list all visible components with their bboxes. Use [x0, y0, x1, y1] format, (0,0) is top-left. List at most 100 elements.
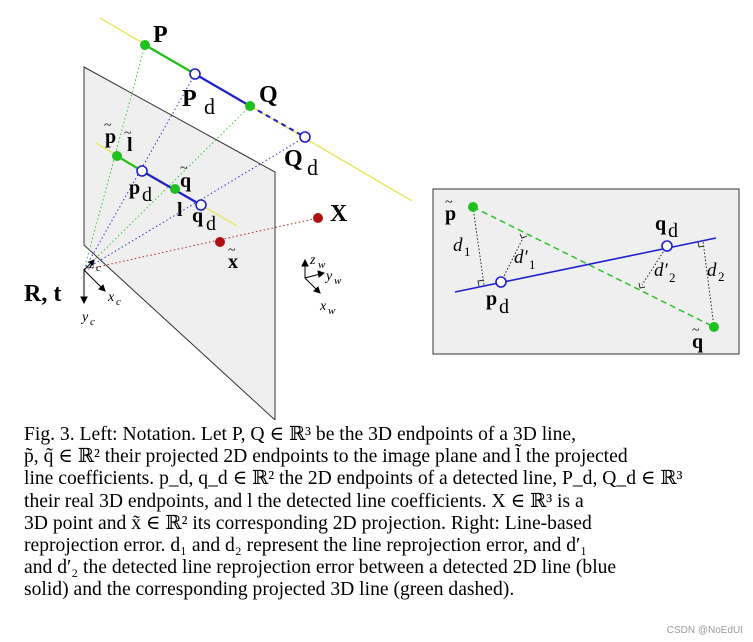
svg-text:q: q — [180, 170, 191, 192]
svg-text:~: ~ — [445, 195, 453, 210]
watermark: CSDN @NoEdUI — [666, 625, 743, 636]
point-x-tilde — [215, 237, 225, 247]
right-point-q-tilde — [709, 322, 719, 332]
right-label-pd: p d — [486, 288, 509, 318]
label-l: l — [177, 199, 183, 221]
right-label-qd: q d — [655, 213, 678, 242]
svg-text:P: P — [182, 86, 197, 112]
world-frame — [301, 258, 326, 294]
caption-line: p̃, q̃ ∈ ℝ² their projected 2D endpoints… — [24, 446, 628, 468]
point-Pd — [189, 68, 201, 80]
label-Qd: Q d — [284, 146, 318, 180]
label-d1: d 1 — [453, 235, 471, 259]
3d-line-blue-dashed — [249, 105, 306, 138]
svg-text:w: w — [318, 259, 326, 271]
svg-text:1: 1 — [464, 244, 471, 259]
svg-text:2: 2 — [669, 270, 676, 285]
3d-line-green-seg — [144, 44, 196, 75]
figure-caption: Fig. 3. Left: Notation. Let P, Q ∈ ℝ³ be… — [24, 424, 736, 602]
label-d2: d 2 — [707, 260, 725, 284]
svg-text:l: l — [127, 134, 133, 156]
svg-text:d: d — [204, 94, 215, 119]
svg-text:c: c — [96, 262, 101, 274]
caption-line: reprojection error. d₁ and d₂ represent … — [24, 535, 588, 557]
svg-text:d: d — [668, 220, 678, 242]
svg-text:~: ~ — [104, 118, 112, 133]
svg-text:p: p — [486, 288, 497, 310]
caption-line: line coefficients. p_d, q_d ∈ ℝ² the 2D … — [24, 468, 683, 490]
label-P: P — [153, 22, 168, 48]
right-panel-box — [432, 188, 740, 355]
svg-text:c: c — [116, 296, 121, 308]
label-Q: Q — [259, 82, 278, 108]
svg-text:~: ~ — [228, 243, 236, 258]
svg-text:d: d — [142, 184, 152, 206]
caption-line: and d′₂ the detected line reprojection e… — [24, 557, 617, 579]
svg-text:z: z — [88, 257, 95, 272]
point-Q — [245, 101, 255, 111]
camera-frame — [80, 259, 106, 305]
svg-text:p: p — [129, 177, 140, 199]
caption-line: solid) and the corresponding projected 3… — [24, 579, 515, 601]
label-X: X — [330, 201, 348, 227]
svg-text:~: ~ — [180, 161, 188, 176]
label-qd: q d — [192, 205, 216, 235]
point-P — [140, 40, 150, 50]
3d-line-blue-seg — [194, 73, 251, 107]
svg-text:d: d — [206, 213, 216, 235]
svg-text:w: w — [328, 305, 336, 317]
point-q-tilde — [170, 184, 180, 194]
right-label-q-tilde: q ~ — [692, 323, 703, 353]
label-q-tilde: q ~ — [180, 161, 191, 192]
caption-line: their real 3D endpoints, and l the detec… — [24, 490, 584, 512]
right-point-pd — [495, 276, 507, 288]
camera-axis-labels: z c x c y c — [80, 257, 121, 328]
label-l-tilde: l ~ — [124, 126, 133, 156]
svg-text:p: p — [445, 203, 456, 225]
svg-text:q: q — [192, 205, 203, 227]
world-axis-labels: z w y w x w — [309, 253, 342, 317]
label-p-tilde: p ~ — [104, 118, 116, 148]
svg-text:d′: d′ — [654, 260, 669, 281]
svg-text:d: d — [707, 260, 717, 281]
projected-line-dashed — [472, 206, 715, 328]
svg-text:d: d — [499, 296, 509, 318]
right-label-p-tilde: p ~ — [445, 195, 456, 225]
label-Rt: R, t — [24, 281, 61, 307]
svg-text:1: 1 — [529, 257, 536, 272]
svg-text:x: x — [107, 290, 115, 305]
point-qd — [195, 199, 207, 211]
right-angle-markers — [477, 233, 705, 289]
right-panel: p ~ p d q d q ~ d 1 d′ 1 d′ 2 d 2 — [432, 188, 740, 355]
svg-text:~: ~ — [692, 323, 700, 338]
svg-text:p: p — [105, 126, 116, 148]
caption-line: 3D point and x̃ ∈ ℝ² its corresponding 2… — [24, 512, 592, 534]
right-point-p-tilde — [468, 202, 478, 212]
caption-line: Fig. 3. Left: Notation. Let P, Q ∈ ℝ³ be… — [24, 424, 577, 445]
label-Pd: P d — [182, 86, 215, 119]
svg-text:y: y — [80, 310, 89, 325]
label-d2-prime: d′ 2 — [654, 260, 676, 285]
svg-text:2: 2 — [718, 269, 725, 284]
svg-text:y: y — [324, 269, 333, 284]
svg-text:d′: d′ — [514, 247, 529, 268]
point-pd — [136, 165, 148, 177]
label-d1-prime: d′ 1 — [514, 247, 536, 272]
figure: P P d Q Q d p ~ l ~ p d q ~ l q d — [24, 17, 740, 420]
distance-lines — [472, 206, 715, 328]
point-X — [313, 213, 323, 223]
svg-text:Q: Q — [284, 146, 303, 172]
svg-text:q: q — [692, 331, 703, 353]
point-Qd — [299, 131, 311, 143]
svg-text:q: q — [655, 213, 666, 235]
right-point-qd — [661, 240, 673, 252]
svg-text:x: x — [319, 299, 327, 314]
svg-text:x: x — [228, 251, 238, 273]
svg-text:c: c — [90, 316, 95, 328]
svg-text:d: d — [307, 155, 318, 180]
label-x-tilde: x ~ — [228, 243, 238, 273]
point-p-tilde — [112, 151, 122, 161]
image-plane — [83, 66, 276, 420]
svg-text:d: d — [453, 235, 463, 256]
label-pd: p d — [129, 177, 152, 206]
